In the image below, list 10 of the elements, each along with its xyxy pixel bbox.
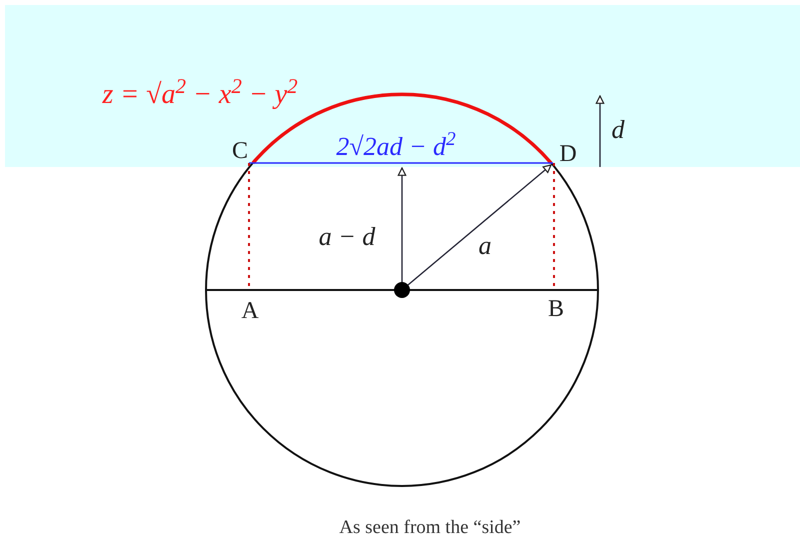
chord-length-label: 2√2ad − d$^{2}$ (336, 134, 456, 160)
dimension-label: d (612, 117, 624, 143)
caption: As seen from the “side” (339, 516, 521, 540)
point-label: A (241, 299, 259, 323)
point-label: C (232, 139, 248, 163)
formula-label: z = √a$^{2}$ − x$^{2}$ − y$^{2}$ (102, 81, 298, 109)
point-label: B (548, 297, 564, 321)
radius-label: a (478, 233, 492, 259)
distance-label: a − d (318, 224, 376, 250)
point-label: D (559, 142, 577, 166)
